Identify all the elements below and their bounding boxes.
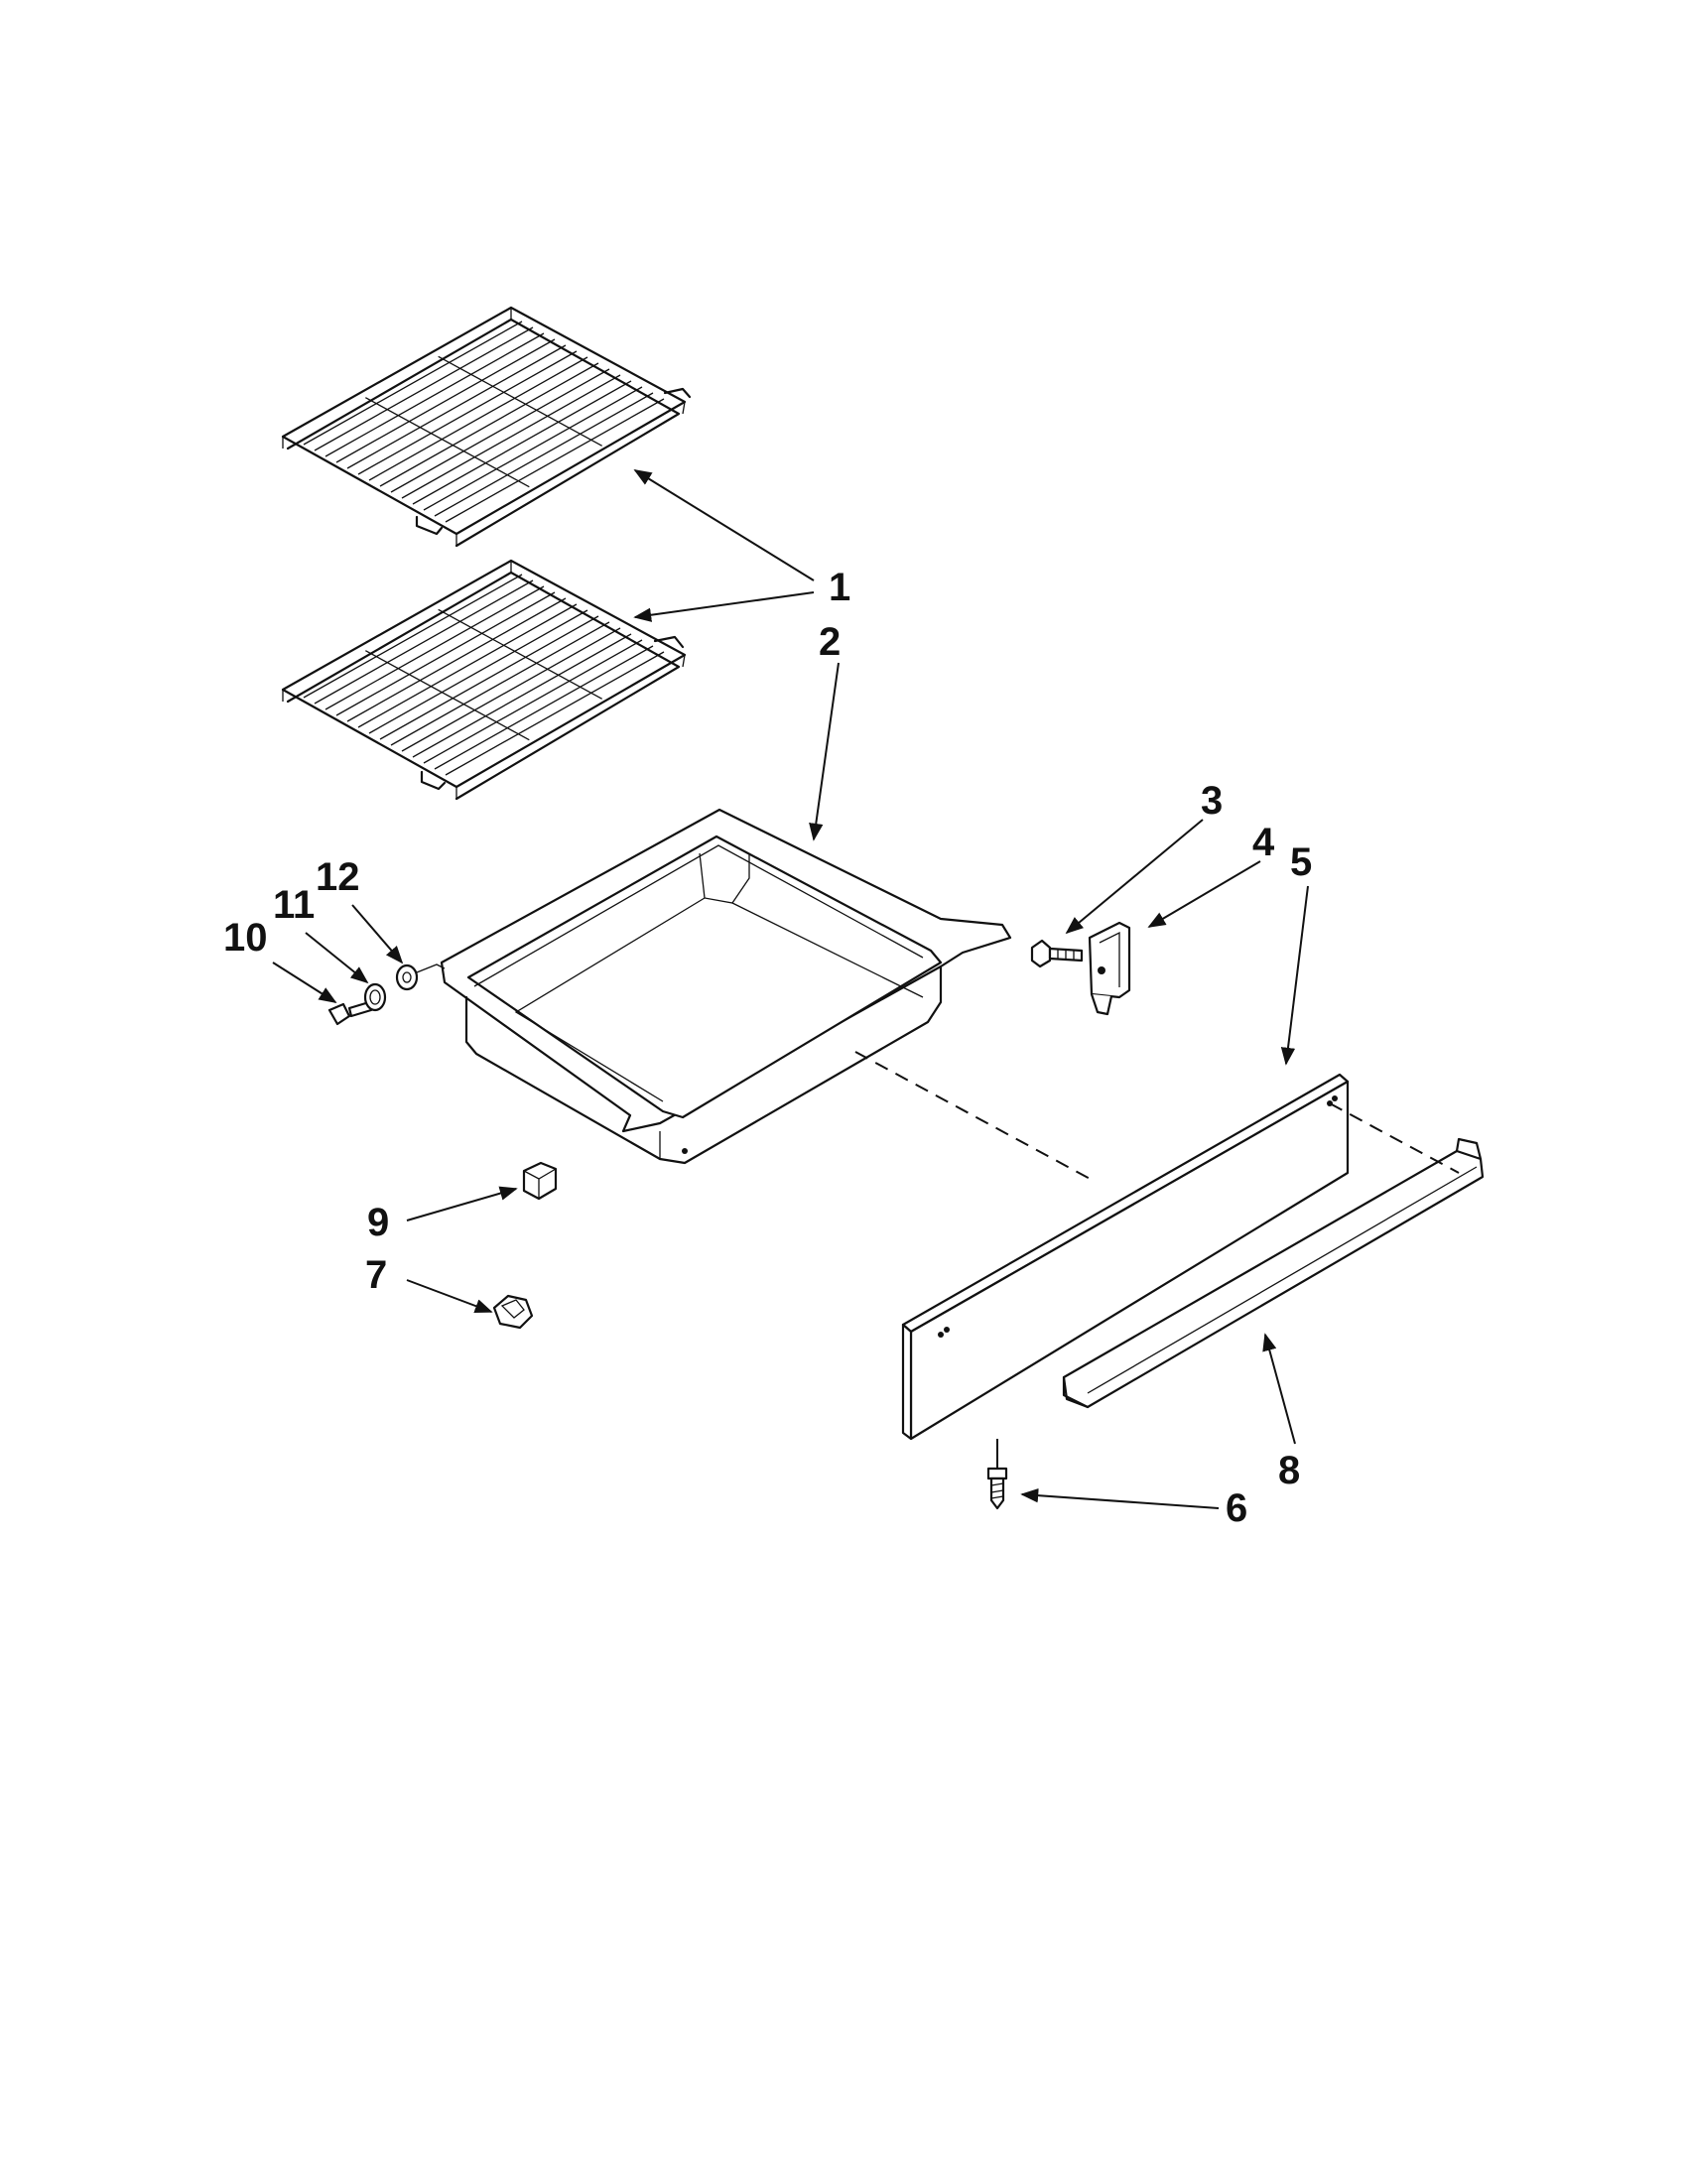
rack-wire [434,392,654,517]
rack-crossbar [438,608,602,700]
rack-wire [368,609,588,734]
alignment-dash-front-to-handle [1329,1102,1460,1174]
rack-crossbar [365,650,530,741]
bracket-part-4 [1088,921,1131,1016]
rack-wire [390,368,610,493]
drawer-pan [440,808,1012,1165]
rack-wire [368,356,588,481]
callout-4: 4 [1252,821,1275,864]
rack-wire [390,621,610,746]
callout-3: 3 [1201,779,1223,823]
rack-wire [335,591,556,716]
rack-wire [401,627,621,752]
rack-wire [423,386,643,511]
drawer-handle [1062,1137,1485,1409]
rack-crossbar [365,397,530,488]
alignment-dash-pan-to-front [854,1051,1095,1182]
leader-2 [809,662,840,841]
rack-wire [379,615,599,740]
rack-wire [379,362,599,487]
rack-wire [445,651,665,776]
rack-wire [314,326,534,451]
rack-wire [346,344,567,469]
rack-wire [434,645,654,770]
drawer-front-panel [901,1073,1350,1441]
rack-wire [357,603,578,728]
callout-11: 11 [273,883,315,927]
leader-11 [305,932,369,984]
clip-part-9 [522,1161,558,1201]
rack-wire [412,633,632,758]
rack-wire [346,597,567,722]
rack-wire [423,639,643,764]
leader-8 [1262,1333,1296,1445]
leader-7 [406,1279,493,1314]
leader-3 [1065,819,1204,935]
leader-6 [1020,1487,1220,1509]
callout-2: 2 [819,620,841,664]
callout-6: 6 [1226,1486,1247,1530]
rack-wire [325,332,545,457]
leader-10 [272,962,337,1003]
rack-wire [412,380,632,505]
callout-5: 5 [1290,840,1312,884]
leader-5 [1280,885,1309,1066]
roller-assembly [327,964,446,1026]
callout-10: 10 [223,916,268,960]
rack-wire [401,374,621,499]
rack-wire [325,585,545,710]
leader-12 [351,904,404,964]
callout-12: 12 [316,855,360,899]
oven-rack-upper [281,306,692,548]
leader-1b [633,591,815,622]
callout-7: 7 [365,1253,387,1297]
leader-1a [633,469,815,581]
callout-8: 8 [1278,1449,1300,1492]
screw-part-3 [1030,939,1084,968]
leader-9 [406,1186,518,1221]
rack-crossbar [438,355,602,447]
rack-wire [303,321,523,446]
callout-1: 1 [829,566,850,609]
rack-wire [357,350,578,475]
oven-rack-lower [281,559,687,801]
callout-9: 9 [367,1201,389,1244]
leader-4 [1147,860,1261,928]
nut-part-7 [492,1294,534,1330]
screw-part-6 [986,1467,1008,1510]
rack-wire [335,338,556,463]
rack-wire [303,574,523,699]
rack-wire [445,398,665,523]
rack-wire [314,579,534,705]
